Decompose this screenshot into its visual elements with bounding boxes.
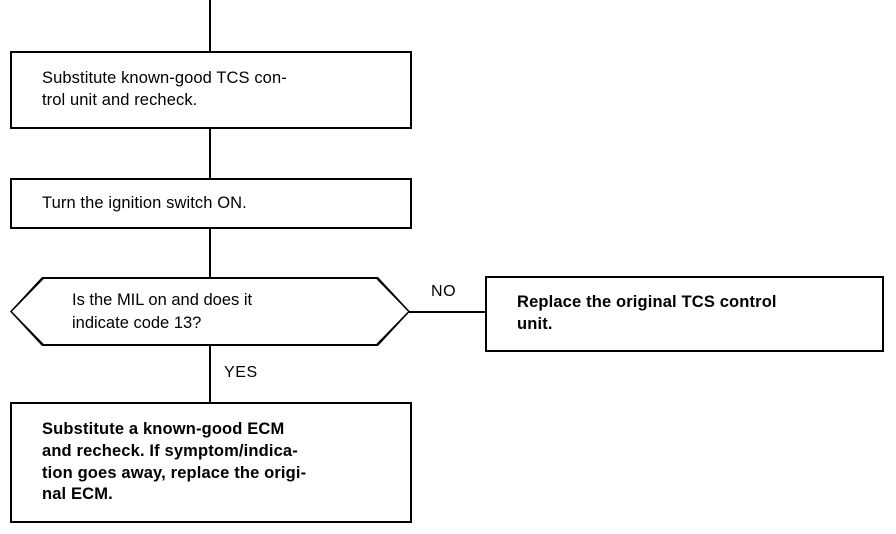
connector-inflow (209, 0, 211, 52)
connector-ignition-to-decision (209, 229, 211, 277)
node-mil-code-13-decision: Is the MIL on and does it indicate code … (10, 277, 410, 346)
node-turn-ignition-switch-on-text: Turn the ignition switch ON. (42, 193, 247, 212)
connector-tcs-to-ignition (209, 129, 211, 178)
branch-label-no: NO (431, 283, 457, 300)
decision-inner-fill (12, 279, 408, 344)
node-substitute-tcs-control-unit: Substitute known-good TCS con- trol unit… (10, 51, 412, 129)
node-mil-code-13-decision-text: Is the MIL on and does it indicate code … (72, 291, 253, 332)
node-turn-ignition-switch-on: Turn the ignition switch ON. (10, 178, 412, 229)
node-replace-original-tcs-control-unit-text: Replace the original TCS control unit. (517, 293, 777, 333)
branch-label-yes: YES (224, 364, 258, 381)
node-substitute-tcs-control-unit-text: Substitute known-good TCS con- trol unit… (42, 69, 287, 109)
node-replace-original-tcs-control-unit: Replace the original TCS control unit. (485, 276, 884, 352)
connector-no-branch (409, 311, 487, 313)
node-substitute-ecm: Substitute a known-good ECM and recheck.… (10, 402, 412, 523)
connector-yes-branch (209, 345, 211, 402)
node-substitute-ecm-text: Substitute a known-good ECM and recheck.… (42, 419, 307, 504)
